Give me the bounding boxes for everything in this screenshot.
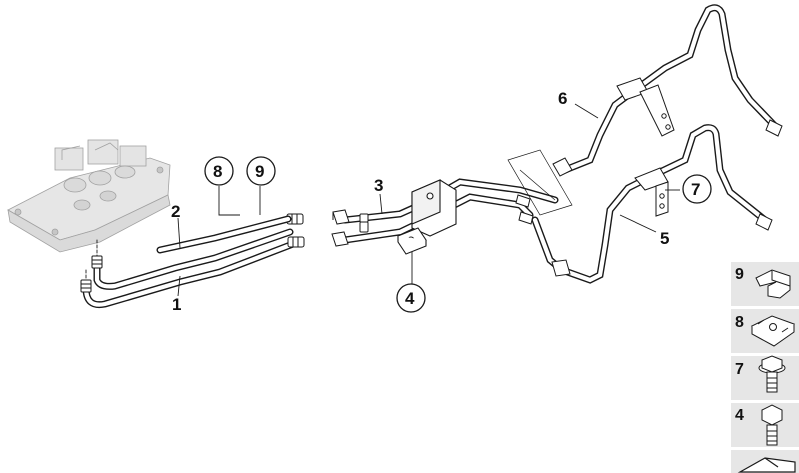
line-5-bracket [634,167,669,217]
svg-text:7: 7 [691,180,700,199]
callout-7[interactable]: 7 [682,174,712,204]
line-fittings-left [80,213,305,293]
callout-5[interactable]: 5 [660,229,669,248]
svg-text:9: 9 [735,266,744,283]
svg-text:2: 2 [171,202,180,221]
line-6-bracket [616,77,675,137]
callout-2[interactable]: 2 [171,202,180,221]
svg-text:4: 4 [405,289,415,308]
hex-bolt-icon [761,404,783,446]
callout-1[interactable]: 1 [172,295,181,314]
svg-text:5: 5 [660,229,669,248]
line-5-fittings [551,213,773,277]
svg-text:6: 6 [558,89,567,108]
leader-line-6 [574,103,599,119]
oil-cooler-line-2-upper [156,215,292,254]
callout-4[interactable]: 4 [396,283,426,313]
hex-bolt-flange-icon [758,355,786,393]
oil-cooler-lines-1-2 [82,228,297,309]
svg-text:9: 9 [255,162,264,181]
svg-text:8: 8 [213,162,222,181]
line-3-bracket [397,179,457,255]
line-6-fittings [552,119,783,177]
legend-item-8[interactable]: 8 [731,309,799,353]
legend-item-4[interactable]: 4 [731,403,799,447]
oil-cooler-line-6 [561,4,779,174]
svg-text:1: 1 [172,295,181,314]
transmission-housing [7,139,171,253]
legend-item-drawing [731,450,799,473]
diagram-reference-icon [737,457,796,473]
leader-lines-left [177,186,261,297]
svg-text:7: 7 [735,361,744,378]
legend-item-7[interactable]: 7 [731,355,799,400]
parts-legend: 9 8 7 [731,262,799,473]
callout-6[interactable]: 6 [558,89,567,108]
clip-icon [755,269,791,299]
leader-line-3 [379,193,413,285]
line-3-fittings [331,194,534,247]
assembly-guide-lines [507,149,573,216]
svg-text:3: 3 [374,176,383,195]
callout-3[interactable]: 3 [374,176,383,195]
svg-text:8: 8 [735,314,744,331]
clamp-nut-icon [750,315,796,347]
oil-cooler-line-5 [531,124,769,284]
svg-text:4: 4 [735,407,744,424]
leader-line-5 [619,214,657,233]
callout-8[interactable]: 8 [204,156,234,186]
callout-9[interactable]: 9 [246,156,276,186]
legend-item-9[interactable]: 9 [731,262,799,306]
